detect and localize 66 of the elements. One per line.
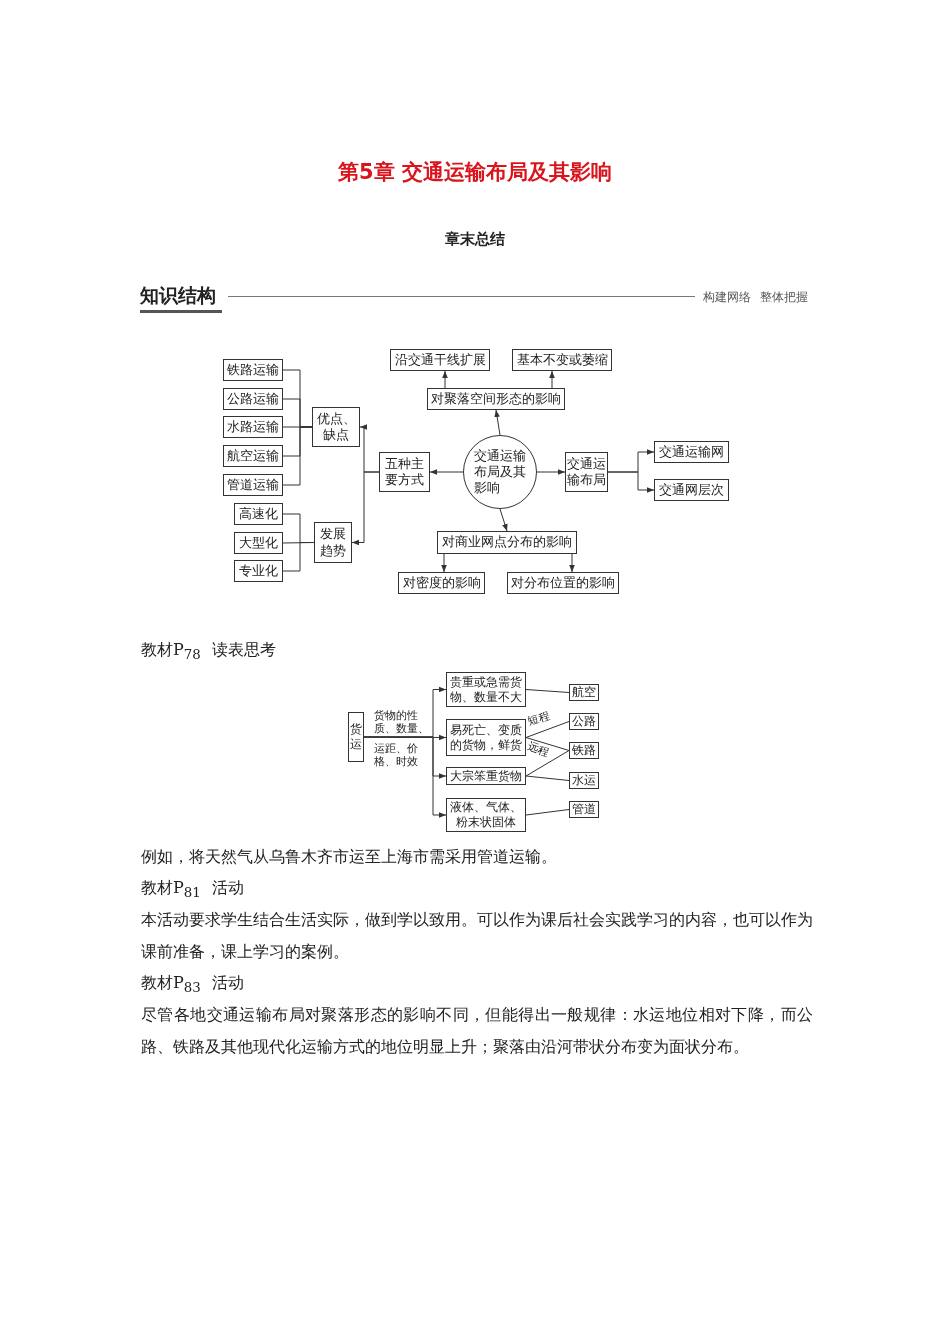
- text-box: 对分布位置的影响: [507, 572, 619, 594]
- text-box: 公路: [569, 713, 599, 730]
- arrow: [549, 370, 555, 389]
- trunk-label: 运距、价格、时效: [374, 742, 419, 768]
- connector-line: [525, 689, 570, 693]
- page-title: 第5章 交通运输布局及其影响: [337, 159, 613, 186]
- text-box: 大宗笨重货物: [446, 767, 526, 785]
- center-circle: 交通运输布局及其影响: [463, 435, 537, 509]
- text-box: 铁路: [569, 742, 599, 759]
- connector-line: [525, 737, 570, 751]
- activity-name: 活动: [212, 972, 244, 994]
- text-box: 液体、气体、粉末状固体: [446, 798, 526, 832]
- edge-label: 短程: [526, 709, 552, 729]
- arrow: [536, 469, 566, 475]
- text-box: 管道运输: [223, 474, 283, 496]
- text-box: 对商业网点分布的影响: [437, 531, 577, 554]
- text-box: 航空: [569, 684, 599, 701]
- text-box: 优点、缺点: [312, 407, 360, 447]
- text-box: 专业化: [234, 560, 283, 582]
- body-text: 例如，将天然气从乌鲁木齐市运至上海市需采用管道运输。: [141, 846, 557, 868]
- connector-line: [525, 721, 570, 738]
- connector-line: [525, 809, 570, 816]
- text-box: 交通网层次: [654, 479, 729, 501]
- section-tag: 构建网络: [703, 289, 751, 306]
- text-box: 大型化: [234, 532, 283, 554]
- connector-line: [525, 750, 570, 777]
- text-box: 水路运输: [223, 416, 283, 438]
- text-box: 管道: [569, 801, 599, 818]
- text-box: 沿交通干线扩展: [390, 349, 490, 371]
- text-box: 高速化: [234, 503, 283, 525]
- subtitle: 章末总结: [444, 230, 506, 249]
- text-box: 航空运输: [223, 445, 283, 467]
- body-text: 本活动要求学生结合生活实际，做到学以致用。可以作为课后社会实践学习的内容，也可以作为课前准备，课上学习的案例。: [141, 909, 813, 963]
- arrow: [499, 508, 508, 532]
- arrow: [607, 471, 655, 493]
- source-note: 教材P$_{83}$: [141, 972, 201, 998]
- text-box: 公路运输: [223, 388, 283, 410]
- text-box: 水运: [569, 772, 599, 789]
- text-box: 五种主要方式: [379, 452, 430, 492]
- connector-line: [282, 426, 313, 486]
- connector-line: [525, 775, 570, 781]
- source-note: 教材P$_{78}$: [141, 639, 201, 665]
- arrow: [363, 736, 447, 818]
- section-heading: 知识结构: [140, 283, 216, 308]
- activity-name: 活动: [212, 877, 244, 899]
- arrow: [442, 370, 448, 389]
- text-box: 交通运输网: [654, 441, 729, 463]
- arrow: [569, 553, 575, 573]
- arrow: [441, 553, 447, 573]
- text-box: 易死亡、变质的货物，鲜货: [446, 719, 526, 756]
- section-tag: 整体把握: [760, 289, 808, 306]
- text-box: 贵重或急需货物、数量不大: [446, 672, 526, 707]
- text-box: 基本不变或萎缩: [512, 349, 612, 371]
- text-box: 发展趋势: [314, 522, 352, 563]
- arrow: [351, 471, 380, 546]
- trunk-label: 货物的性质、数量、: [374, 709, 430, 735]
- text-box: 货运: [348, 712, 364, 762]
- body-text: 尽管各地交通运输布局对聚落形态的影响不同，但能得出一般规律：水运地位相对下降，而公路、铁路及其他现代化运输方式的地位明显上升；聚落由沿河带状分布变为面状分布。: [141, 1004, 813, 1058]
- text-box: 铁路运输: [223, 359, 283, 381]
- text-box: 对密度的影响: [398, 572, 485, 594]
- text-box: 对聚落空间形态的影响: [427, 388, 565, 410]
- text-box: 交通运输布局: [565, 452, 608, 492]
- arrow: [494, 409, 501, 436]
- activity-name: 读表思考: [212, 639, 276, 661]
- source-note: 教材P$_{81}$: [141, 877, 201, 903]
- arrow: [429, 469, 464, 475]
